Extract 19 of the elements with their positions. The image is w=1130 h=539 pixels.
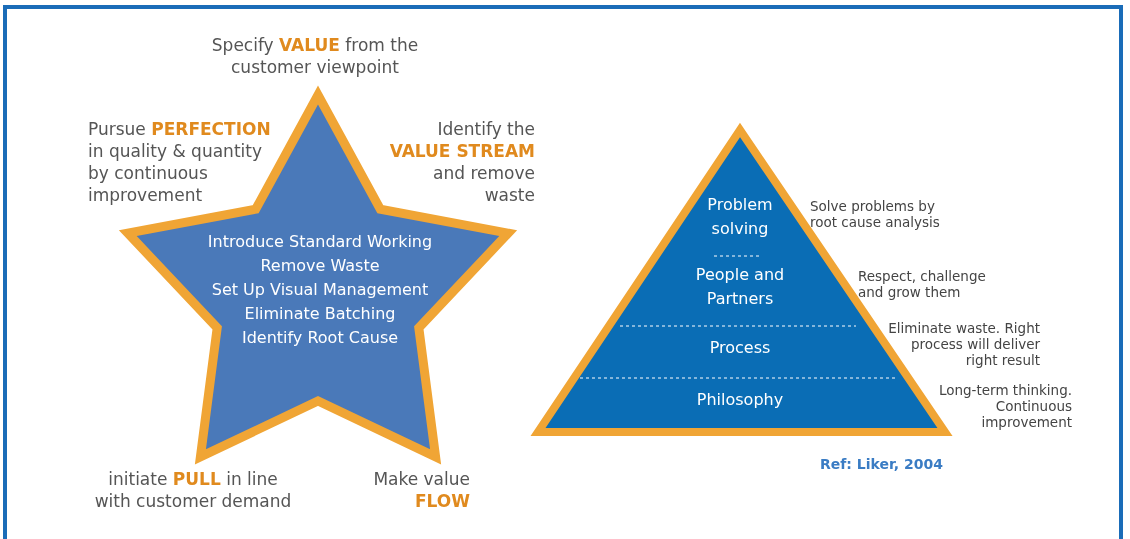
layer-note: Long-term thinking. Continuous improvement (937, 382, 1072, 430)
layer-note: Respect, challenge and grow them (858, 268, 987, 300)
principle-label: Identify the VALUE STREAM and remove waste (388, 118, 535, 206)
star-text: Set Up Visual Management (210, 279, 430, 301)
star-text: Identify Root Cause (240, 327, 400, 349)
layer-note: Solve problems by root cause analysis (810, 198, 941, 230)
layer-note: Eliminate waste. Right process will deliver right result (887, 320, 1040, 368)
star-text: Remove Waste (259, 255, 381, 277)
reference-note: Ref: Liker, 2004 (820, 456, 944, 472)
principle-label: Specify VALUE from the customer viewpoint (210, 34, 420, 78)
pyramid-layer-label: Problem solving (690, 193, 790, 241)
pyramid-layer-label: Philosophy (630, 388, 850, 412)
principle-label: initiate PULL in line with customer demand (93, 468, 293, 512)
pyramid-layer-label: Process (650, 336, 830, 360)
principle-label: Pursue PERFECTION in quality & quantity by continuous improvement (88, 118, 272, 206)
principle-label: Make value FLOW (372, 468, 470, 512)
star-text: Introduce Standard Working (206, 231, 434, 253)
pyramid-layer-label: People and Partners (685, 263, 795, 311)
star-text: Eliminate Batching (243, 303, 397, 325)
